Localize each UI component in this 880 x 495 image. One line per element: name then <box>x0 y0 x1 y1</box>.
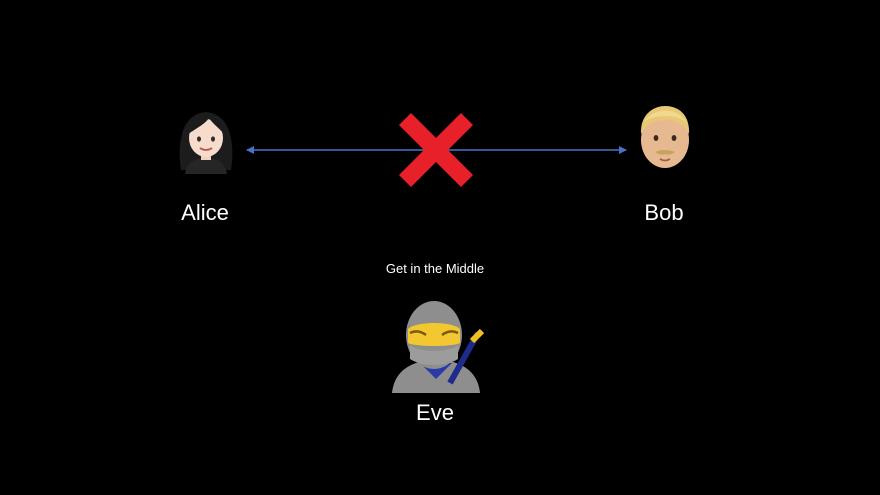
woman-icon <box>179 112 233 174</box>
cross-mark-icon <box>398 112 474 188</box>
caption-text: Get in the Middle <box>385 261 485 276</box>
bob-label: Bob <box>644 200 684 225</box>
alice-label: Alice <box>181 200 229 225</box>
ninja-icon <box>392 301 485 393</box>
eve-label: Eve <box>416 400 454 425</box>
man-icon <box>640 106 690 168</box>
